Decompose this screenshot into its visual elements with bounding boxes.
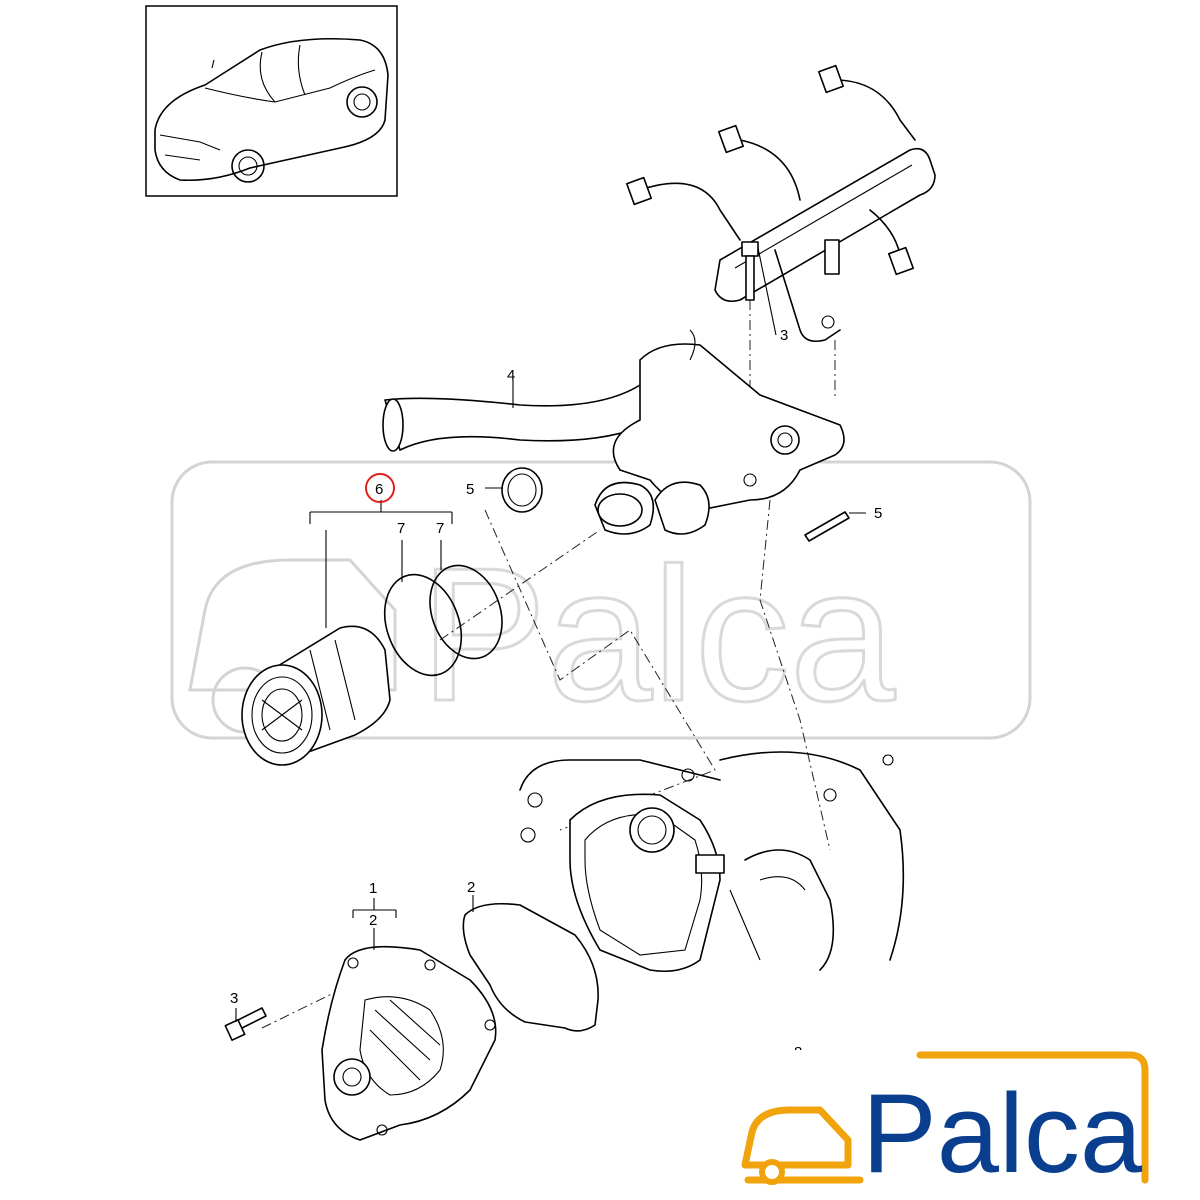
o-rings bbox=[383, 564, 503, 677]
thermostat-housing bbox=[594, 329, 845, 535]
logo-text: Palca bbox=[862, 1071, 1143, 1196]
vehicle-thumbnail bbox=[145, 5, 398, 197]
logo-car-icon bbox=[741, 1106, 852, 1169]
callout-5-pin: 5 bbox=[874, 505, 882, 522]
locating-pin bbox=[804, 511, 866, 542]
bolt-lower bbox=[224, 1007, 267, 1042]
callout-7-outer: 7 bbox=[436, 520, 444, 537]
highlight-circle bbox=[365, 473, 395, 503]
fuel-rail-assembly bbox=[625, 64, 936, 343]
callout-1: 1 bbox=[369, 880, 377, 897]
coolant-pipe bbox=[382, 380, 656, 452]
callout-4: 4 bbox=[507, 367, 515, 384]
watermark-text: Palca bbox=[420, 529, 896, 741]
callout-3-lower: 3 bbox=[230, 990, 238, 1007]
callout-2-pump: 2 bbox=[369, 912, 377, 929]
water-pump bbox=[321, 898, 497, 1141]
hose-clamp bbox=[485, 467, 543, 513]
callout-5-clamp: 5 bbox=[466, 481, 474, 498]
callout-3-upper: 3 bbox=[780, 327, 788, 344]
callout-7-inner: 7 bbox=[397, 520, 405, 537]
watermark: Palca bbox=[170, 460, 1032, 743]
engine-block bbox=[519, 751, 905, 973]
assembly-guides bbox=[261, 340, 836, 1029]
thermostat-insert bbox=[241, 625, 391, 766]
callout-labels: 1 2 2 3 3 4 5 5 6 7 7 8 bbox=[230, 327, 882, 1061]
part6-bracket bbox=[309, 500, 453, 628]
callout-2-gasket: 2 bbox=[467, 879, 475, 896]
pump-gasket bbox=[462, 895, 599, 1032]
palca-logo: Palca bbox=[741, 1050, 1150, 1196]
callout-6: 6 bbox=[375, 481, 383, 498]
